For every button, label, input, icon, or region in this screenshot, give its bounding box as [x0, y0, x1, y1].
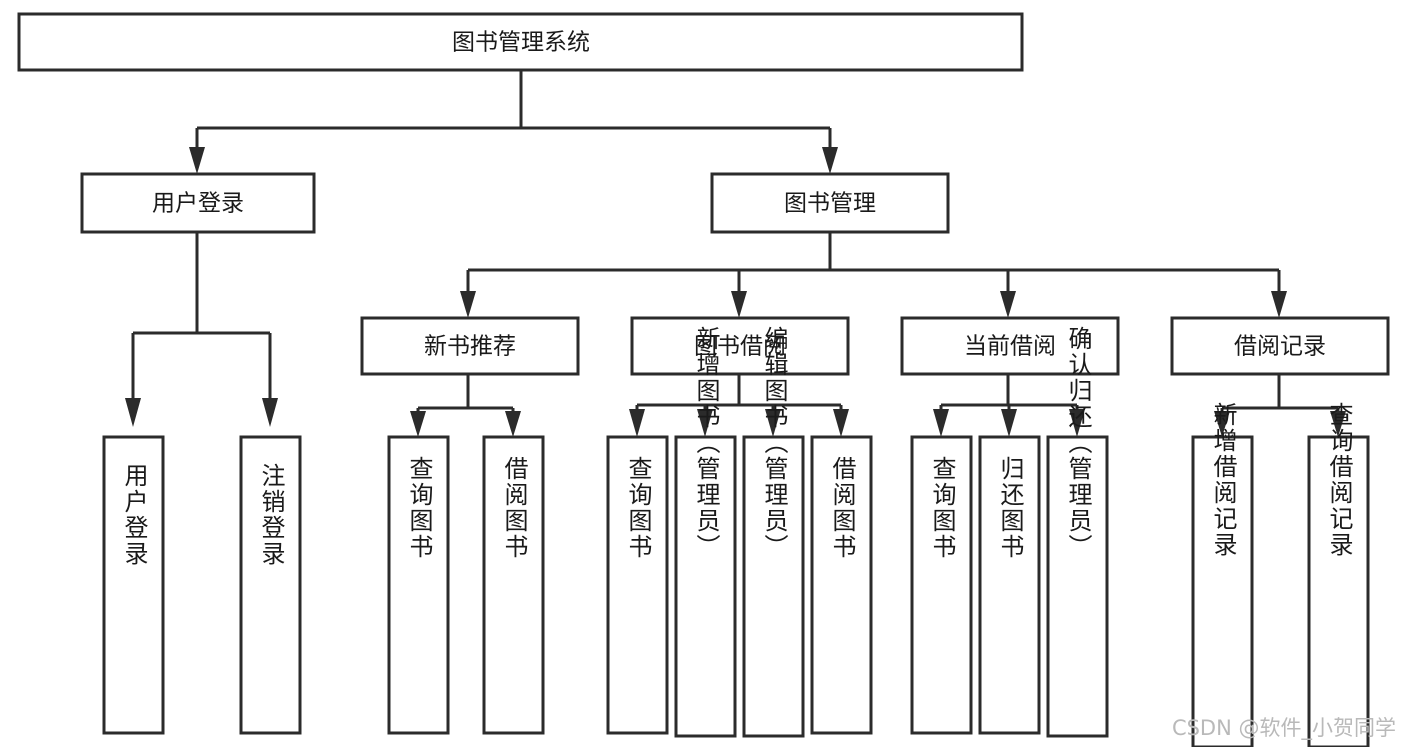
leaf-user-login-1[interactable]: 用户登录: [102, 435, 165, 735]
node-new-book-recommend-label: 新书推荐: [424, 334, 516, 360]
arrow-bookmanage-child-3: [1000, 291, 1016, 318]
leaf-borrow-record-1-label: 新增借阅记录: [1209, 402, 1237, 558]
leaf-book-borrow-4-box[interactable]: [810, 435, 873, 735]
node-book-manage-box[interactable]: [710, 172, 950, 234]
node-current-borrow-box[interactable]: [900, 316, 1120, 376]
leaf-new-book-2-box[interactable]: [482, 435, 545, 735]
leaf-current-borrow-2-label: 归还图书: [996, 456, 1024, 560]
leaf-new-book-1-box[interactable]: [387, 435, 450, 735]
node-book-borrow-label: 图书借阅: [694, 334, 786, 360]
node-root-label: 图书管理系统: [452, 30, 590, 56]
leaf-borrow-record-1[interactable]: 新增借阅记录: [1191, 402, 1254, 747]
arrow-root-to-book-manage: [822, 147, 838, 174]
leaf-book-borrow-1[interactable]: 查询图书: [606, 435, 669, 735]
node-book-manage-label: 图书管理: [784, 191, 876, 217]
leaf-book-borrow-4[interactable]: 借阅图书: [810, 435, 873, 735]
leaf-book-borrow-1-label: 查询图书: [624, 456, 652, 560]
node-current-borrow-label: 当前借阅: [964, 334, 1056, 360]
leaf-borrow-record-2[interactable]: 查询借阅记录: [1307, 402, 1370, 747]
node-user-login[interactable]: 用户登录: [80, 172, 316, 234]
arrow-borrowrecord-leaf-2: [1330, 411, 1346, 437]
leaf-book-borrow-3-label: 编辑图书（管理员）: [760, 326, 788, 560]
arrow-bookborrow-leaf-3: [765, 409, 781, 437]
node-borrow-record-label: 借阅记录: [1234, 334, 1326, 360]
arrow-bookmanage-child-1: [460, 291, 476, 318]
arrow-bookborrow-leaf-1: [629, 409, 645, 437]
leaf-book-borrow-1-box[interactable]: [606, 435, 669, 735]
leaf-book-borrow-2[interactable]: 新增图书（管理员）: [674, 326, 737, 738]
arrow-userlogin-child-1: [125, 398, 141, 427]
leaf-borrow-record-2-label: 查询借阅记录: [1325, 402, 1353, 558]
arrow-currentborrow-leaf-2: [1001, 409, 1017, 437]
leaf-book-borrow-4-label: 借阅图书: [828, 456, 856, 560]
leaf-user-login-1-box[interactable]: [102, 435, 165, 735]
node-new-book-recommend[interactable]: 新书推荐: [360, 316, 580, 376]
leaf-new-book-2-label: 借阅图书: [500, 456, 528, 560]
node-root[interactable]: 图书管理系统: [17, 12, 1024, 72]
node-book-borrow[interactable]: 图书借阅: [630, 316, 850, 376]
arrow-borrowrecord-leaf-1: [1214, 411, 1230, 437]
node-root-box[interactable]: [17, 12, 1024, 72]
leaf-current-borrow-2-box[interactable]: [978, 435, 1041, 735]
arrow-newbook-leaf-1: [410, 411, 426, 437]
leaf-user-login-2[interactable]: 注销登录: [239, 435, 302, 735]
arrow-root-to-user-login: [189, 147, 205, 174]
arrow-bookmanage-child-2: [731, 291, 747, 318]
leaf-current-borrow-1[interactable]: 查询图书: [910, 435, 973, 735]
leaf-borrow-record-2-box[interactable]: [1307, 435, 1370, 747]
leaf-book-borrow-2-box[interactable]: [674, 435, 737, 738]
leaf-current-borrow-3[interactable]: 确认归还（管理员）: [1046, 326, 1109, 738]
leaf-current-borrow-2[interactable]: 归还图书: [978, 435, 1041, 735]
csdn-watermark: CSDN @软件_小贺同学: [1172, 716, 1396, 741]
leaf-book-borrow-3-box[interactable]: [742, 435, 805, 738]
leaf-current-borrow-3-box[interactable]: [1046, 435, 1109, 738]
leaf-user-login-1-label: 用户登录: [120, 463, 148, 567]
node-book-manage[interactable]: 图书管理: [710, 172, 950, 234]
arrow-bookborrow-leaf-2: [697, 409, 713, 437]
leaf-book-borrow-2-label: 新增图书（管理员）: [692, 326, 720, 560]
node-borrow-record-box[interactable]: [1170, 316, 1390, 376]
node-borrow-record[interactable]: 借阅记录: [1170, 316, 1390, 376]
node-current-borrow[interactable]: 当前借阅: [900, 316, 1120, 376]
arrow-currentborrow-leaf-1: [933, 409, 949, 437]
arrow-currentborrow-leaf-3: [1069, 409, 1085, 437]
node-user-login-box[interactable]: [80, 172, 316, 234]
leaf-user-login-2-box[interactable]: [239, 435, 302, 735]
arrow-userlogin-child-2: [262, 398, 278, 427]
arrow-newbook-leaf-2: [505, 411, 521, 437]
node-user-login-label: 用户登录: [152, 191, 244, 217]
leaf-user-login-2-label: 注销登录: [257, 463, 285, 567]
leaf-new-book-1-label: 查询图书: [405, 456, 433, 560]
leaf-current-borrow-1-box[interactable]: [910, 435, 973, 735]
leaf-new-book-2[interactable]: 借阅图书: [482, 435, 545, 735]
arrow-bookmanage-child-4: [1271, 291, 1287, 318]
leaf-borrow-record-1-box[interactable]: [1191, 435, 1254, 747]
arrow-bookborrow-leaf-4: [833, 409, 849, 437]
node-book-borrow-box[interactable]: [630, 316, 850, 376]
leaf-current-borrow-3-label: 确认归还（管理员）: [1064, 326, 1092, 560]
leaf-current-borrow-1-label: 查询图书: [928, 456, 956, 560]
leaf-new-book-1[interactable]: 查询图书: [387, 435, 450, 735]
node-new-book-recommend-box[interactable]: [360, 316, 580, 376]
connector-layer: [125, 70, 1346, 437]
leaf-book-borrow-3[interactable]: 编辑图书（管理员）: [742, 326, 805, 738]
